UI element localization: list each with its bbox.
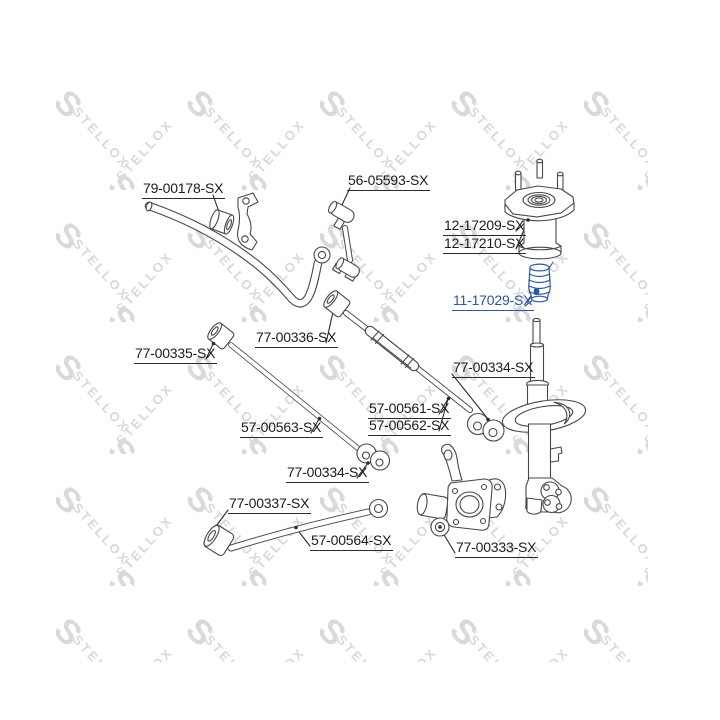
- part-label-77-00334-sx-left[interactable]: 77-00334-SX: [286, 465, 370, 483]
- strut-mount-drawing: [504, 158, 575, 260]
- part-label-11-17029-sx-highlighted[interactable]: 11-17029-SX: [452, 293, 535, 311]
- part-label-56-05593-sx[interactable]: 56-05593-SX: [347, 173, 431, 191]
- part-label-57-00563-sx[interactable]: 57-00563-SX: [240, 420, 324, 438]
- part-label-77-00337-sx[interactable]: 77-00337-SX: [228, 496, 312, 514]
- stabilizer-bar-drawing: [144, 201, 331, 308]
- part-label-12-17209-sx[interactable]: 12-17209-SX: [443, 218, 527, 236]
- leader-dots: [211, 218, 530, 530]
- part-label-57-00562-sx[interactable]: 57-00562-SX: [368, 418, 452, 436]
- knuckle-drawing: [416, 443, 507, 537]
- part-label-77-00334-sx-right[interactable]: 77-00334-SX: [452, 360, 536, 378]
- part-label-79-00178-sx[interactable]: 79-00178-SX: [142, 181, 226, 199]
- trailing-rod-drawing: [203, 498, 389, 557]
- part-label-77-00335-sx[interactable]: 77-00335-SX: [134, 346, 218, 364]
- adjustable-rod-drawing: [323, 290, 505, 442]
- part-label-57-00564-sx[interactable]: 57-00564-SX: [310, 533, 394, 551]
- stabilizer-bracket-drawing: [237, 192, 259, 251]
- part-label-57-00561-sx[interactable]: 57-00561-SX: [368, 401, 452, 419]
- leader-lines: [205, 187, 529, 554]
- bump-stop-drawing-highlighted: [528, 263, 551, 303]
- part-label-77-00333-sx[interactable]: 77-00333-SX: [455, 540, 539, 558]
- stabilizer-bushing-drawing: [209, 209, 235, 235]
- straight-rod-drawing: [207, 322, 391, 471]
- watermark-area: [48, 60, 648, 662]
- stabilizer-link-drawing: [328, 200, 360, 282]
- part-label-77-00336-sx[interactable]: 77-00336-SX: [255, 330, 339, 348]
- part-label-12-17210-sx[interactable]: 12-17210-SX: [443, 236, 527, 254]
- strut-drawing: [501, 317, 587, 515]
